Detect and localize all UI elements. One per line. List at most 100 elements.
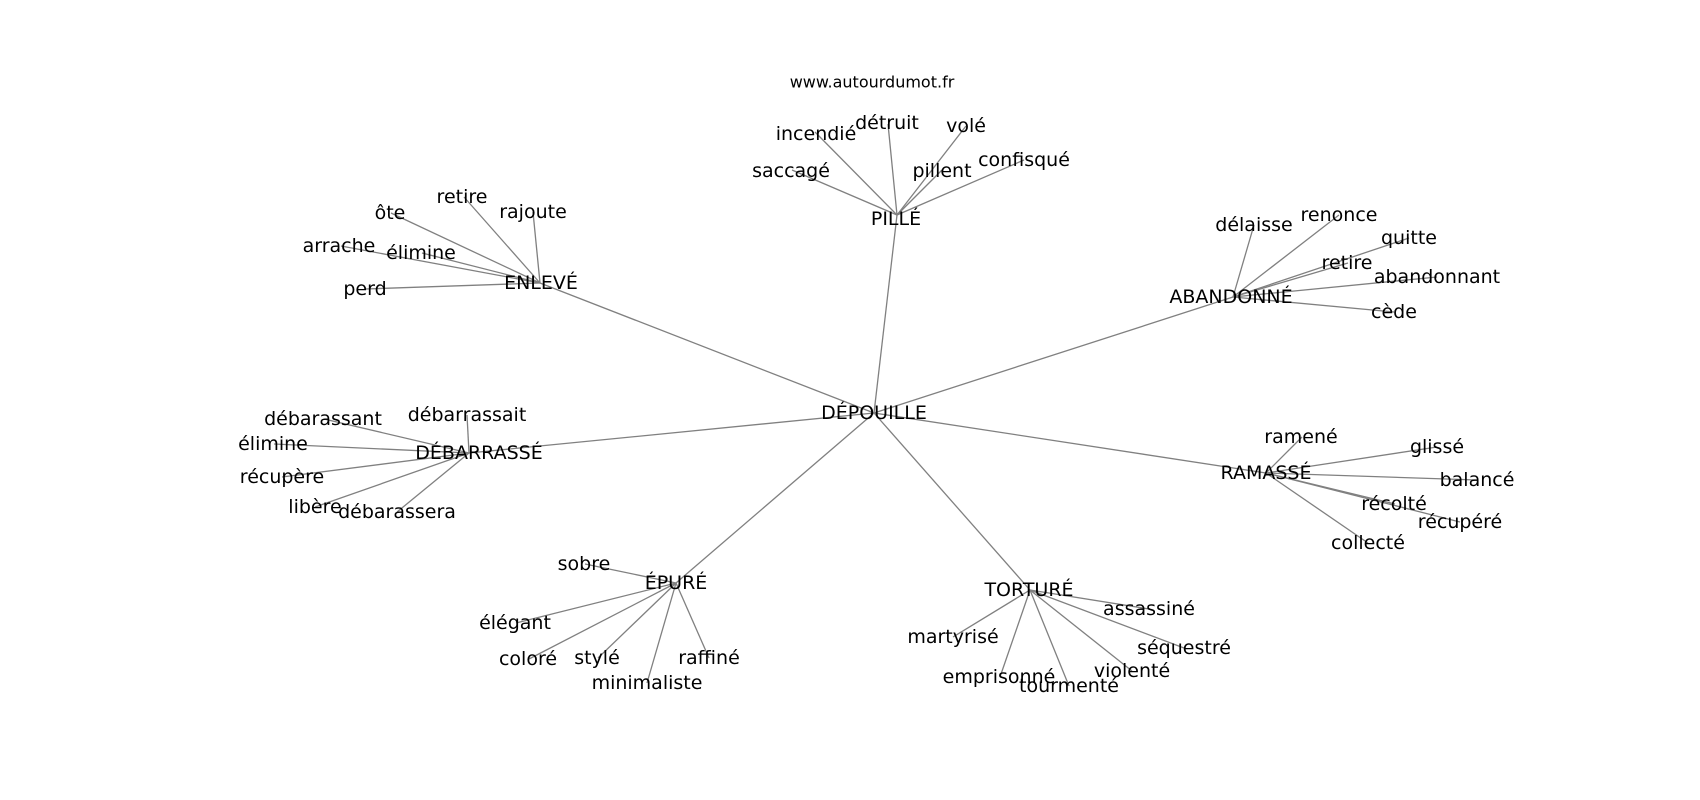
hub-node-ramasse: RAMASSÉ: [1221, 461, 1312, 484]
leaf-node-debarrasse-recupere: récupère: [240, 466, 324, 488]
edge-enleve-to-ote: [390, 212, 541, 284]
leaf-node-epure-minimaliste: minimaliste: [592, 672, 703, 694]
leaf-node-pille-saccage: saccagé: [752, 160, 830, 182]
edge-torture-to-violente: [1029, 589, 1133, 672]
edge-enleve-to-arrache: [340, 245, 541, 284]
leaf-node-debarrasse-debarassant: débarassant: [264, 408, 382, 430]
leaf-node-torture-assassine: assassiné: [1103, 598, 1195, 620]
edge-debarrasse-to-debarassant: [323, 418, 470, 454]
leaf-node-enleve-ote: ôte: [375, 202, 406, 224]
leaf-node-abandonne-quitte: quitte: [1381, 227, 1437, 249]
edge-enleve-to-retire: [463, 196, 541, 284]
leaf-node-ramasse-balance: balancé: [1440, 469, 1515, 491]
hub-node-enleve: ENLEVÉ: [504, 271, 578, 294]
leaf-node-debarrasse-debarrassait: débarrassait: [408, 404, 527, 426]
root-node: DÉPOUILLE: [821, 401, 927, 424]
leaf-node-abandonne-retire: retire: [1322, 252, 1373, 274]
edge-pille-to-saccage: [791, 169, 898, 216]
edge-abandonne-to-quitte: [1232, 237, 1410, 298]
leaf-node-ramasse-ramene: ramené: [1264, 426, 1337, 448]
leaf-node-abandonne-renonce: renonce: [1301, 204, 1378, 226]
edge-root-to-torture: [873, 412, 1031, 591]
leaf-node-pille-incendie: incendié: [776, 123, 857, 145]
edge-debarrasse-to-debarassera: [396, 452, 470, 513]
edge-epure-to-raffine: [675, 582, 710, 659]
leaf-node-torture-sequestre: séquestré: [1137, 637, 1231, 659]
edge-epure-to-minimaliste: [646, 582, 677, 684]
leaf-node-ramasse-recolte: récolté: [1361, 493, 1427, 515]
edge-pille-to-detruit: [887, 123, 898, 216]
edge-pille-to-vole: [896, 125, 967, 216]
edge-debarrasse-to-debarrassait: [466, 414, 470, 454]
leaf-node-pille-vole: volé: [946, 115, 986, 137]
edge-epure-to-colore: [528, 582, 677, 660]
edge-abandonne-to-renonce: [1232, 214, 1340, 298]
leaf-node-enleve-elimine: élimine: [386, 242, 456, 264]
edge-enleve-to-rajoute: [532, 211, 541, 284]
leaf-node-epure-raffine: raffiné: [678, 647, 740, 669]
edge-pille-to-incendie: [814, 131, 898, 216]
graph-edges: [273, 123, 1478, 687]
edge-torture-to-tourmente: [1029, 589, 1070, 687]
edge-root-to-epure: [675, 412, 875, 584]
edge-epure-to-elegant: [515, 582, 677, 624]
hub-node-pille: PILLÉ: [871, 207, 921, 230]
leaf-node-pille-confisque: confisqué: [978, 149, 1070, 171]
leaf-node-debarrasse-debarassera: débarassera: [338, 501, 456, 523]
edge-enleve-to-perd: [364, 282, 541, 290]
edge-root-to-pille: [873, 214, 898, 414]
edge-debarrasse-to-libere: [314, 452, 470, 508]
leaf-node-epure-elegant: élégant: [479, 612, 551, 634]
edge-abandonne-to-retire: [1232, 262, 1349, 298]
edge-enleve-to-elimine: [421, 252, 541, 284]
leaf-node-epure-style: stylé: [574, 647, 620, 669]
edge-torture-to-emprisonne: [999, 589, 1031, 678]
edge-abandonne-to-abandonnant: [1232, 276, 1438, 298]
hub-node-torture: TORTURÉ: [983, 578, 1073, 601]
edge-torture-to-martyrise: [952, 589, 1031, 638]
hub-node-epure: ÉPURÉ: [645, 571, 708, 594]
hub-node-abandonne: ABANDONNÉ: [1169, 285, 1292, 308]
leaf-node-ramasse-collecte: collecté: [1331, 532, 1405, 554]
edge-ramasse-to-collecte: [1265, 472, 1369, 544]
edge-root-to-abandonne: [873, 296, 1234, 414]
leaf-node-epure-colore: coloré: [499, 648, 557, 670]
edge-ramasse-to-glisse: [1265, 446, 1438, 474]
edge-root-to-ramasse: [873, 412, 1267, 474]
edge-root-to-enleve: [539, 282, 875, 414]
leaf-node-ramasse-recupere: récupéré: [1418, 511, 1502, 533]
leaf-node-torture-emprisonne: emprisonné: [943, 666, 1056, 688]
edge-ramasse-to-ramene: [1265, 436, 1303, 474]
edge-abandonne-to-cede: [1232, 296, 1395, 313]
leaf-node-torture-martyrise: martyrisé: [907, 626, 998, 648]
source-credit: www.autourdumot.fr: [790, 73, 955, 92]
leaf-node-enleve-perd: perd: [343, 278, 386, 300]
leaf-node-enleve-retire: retire: [437, 186, 488, 208]
edge-epure-to-style: [597, 582, 677, 659]
edge-abandonne-to-delaisse: [1232, 224, 1255, 298]
leaf-node-pille-pillent: pillent: [912, 160, 971, 182]
leaf-node-abandonne-delaisse: délaisse: [1215, 214, 1292, 236]
edge-torture-to-sequestre: [1029, 589, 1185, 649]
edge-debarrasse-to-elimine: [273, 443, 470, 454]
edge-ramasse-to-recupere: [1265, 472, 1461, 523]
leaf-node-abandonne-abandonnant: abandonnant: [1374, 266, 1500, 288]
edge-ramasse-to-balance: [1265, 472, 1478, 481]
edge-debarrasse-to-recupere: [281, 452, 470, 478]
edge-epure-to-sobre: [584, 563, 677, 584]
leaf-node-debarrasse-elimine: élimine: [238, 433, 308, 455]
leaf-node-debarrasse-libere: libère: [288, 496, 341, 518]
edge-root-to-debarrasse: [468, 412, 875, 454]
leaf-node-torture-tourmente: tourmenté: [1019, 675, 1119, 697]
edge-pille-to-confisque: [896, 159, 1025, 216]
leaf-node-ramasse-glisse: glissé: [1410, 436, 1464, 458]
edge-pille-to-pillent: [896, 169, 943, 216]
leaf-node-torture-violente: violenté: [1094, 660, 1170, 682]
hub-node-debarrasse: DÉBARRASSÉ: [415, 441, 542, 464]
leaf-node-enleve-rajoute: rajoute: [499, 201, 567, 223]
leaf-node-enleve-arrache: arrache: [303, 235, 376, 257]
leaf-node-epure-sobre: sobre: [558, 553, 611, 575]
edge-torture-to-assassine: [1029, 589, 1150, 610]
